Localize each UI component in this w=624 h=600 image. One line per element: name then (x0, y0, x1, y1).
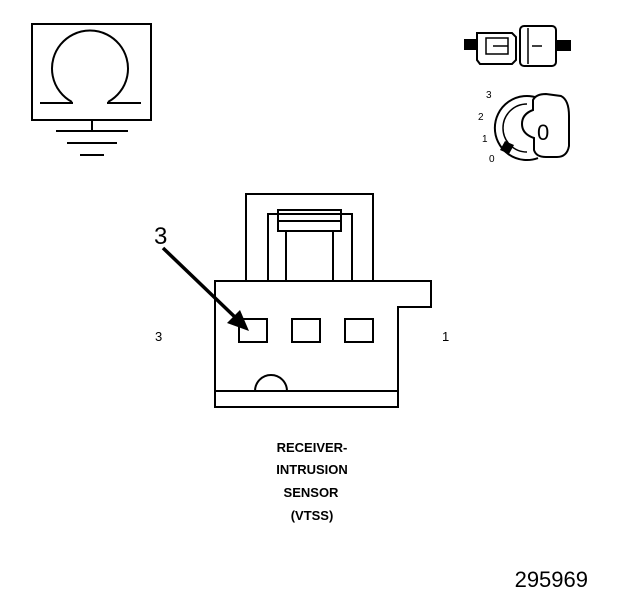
component-name-line-3: SENSOR (284, 485, 340, 500)
connector-latch-outer (245, 193, 374, 281)
component-name-line-1: RECEIVER- (277, 440, 348, 455)
connector-latch-inner (267, 213, 353, 281)
terminal-label-right: 1 (442, 329, 449, 344)
connector-key-bump (254, 374, 288, 392)
connector-plug-icon (464, 25, 571, 67)
ignition-position-3: 3 (486, 90, 492, 101)
callout-arrow-head (227, 310, 249, 331)
ignition-position-2: 2 (478, 112, 484, 123)
terminal-label-left: 3 (155, 329, 162, 344)
figure-number: 295969 (515, 567, 588, 592)
plug-wire-right (555, 40, 571, 51)
ignition-position-0: 0 (489, 154, 495, 165)
omega-loop (51, 29, 129, 103)
ignition-cylinder-inner (502, 103, 528, 153)
ignition-key-head (520, 92, 570, 158)
connector-cavity-3 (238, 318, 268, 343)
callout-number: 3 (154, 223, 167, 250)
ignition-position-1: 1 (482, 134, 488, 145)
component-name: RECEIVER- INTRUSION SENSOR (VTSS) (276, 440, 348, 523)
ground-omega-symbol (31, 23, 152, 156)
connector-cavity-2 (291, 318, 321, 343)
ground-symbol-frame (31, 23, 152, 121)
callout-arrow-shaft (161, 246, 240, 322)
component-name-line-4: (VTSS) (291, 508, 334, 523)
plug-wire-left (464, 39, 478, 50)
connector-housing (214, 280, 432, 408)
connector-cavity-1 (344, 318, 374, 343)
ignition-switch-icon: 3 2 1 0 0 (478, 90, 570, 165)
ignition-key-position-label: 0 (537, 120, 549, 145)
ignition-cylinder (493, 95, 539, 161)
ignition-pointer (500, 141, 514, 154)
cavity-callout: 3 (154, 223, 249, 331)
component-name-line-2: INTRUSION (276, 462, 348, 477)
connector-face (214, 193, 432, 408)
